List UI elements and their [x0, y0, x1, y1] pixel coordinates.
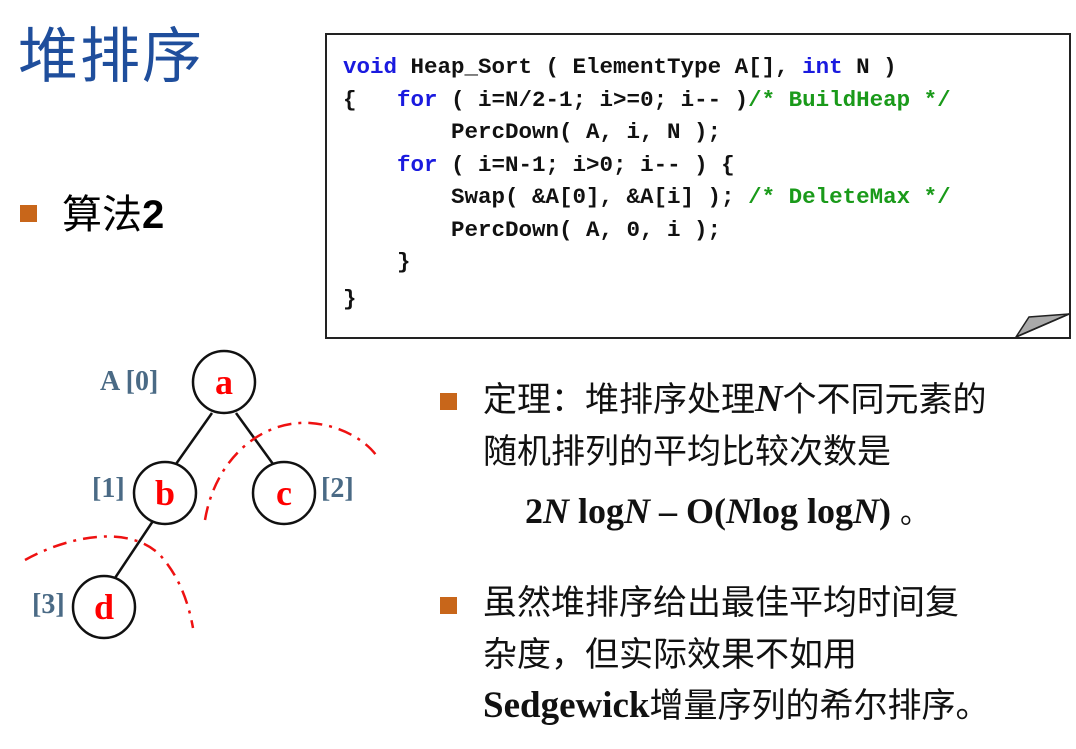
code-line: void Heap_Sort ( ElementType A[], int N … — [343, 51, 951, 84]
node-label: a — [215, 362, 233, 402]
index-label: [2] — [321, 473, 354, 504]
slide-title: 堆排序 — [18, 22, 204, 92]
code-text: Swap( &A[0], &A[i] ); — [343, 184, 749, 210]
partition-curve — [24, 535, 195, 629]
code-line: } — [343, 285, 357, 312]
theorem-line-2: 随机排列的平均比较次数是 — [483, 432, 891, 472]
code-line: PercDown( A, i, N ); — [343, 119, 722, 145]
code-text: { — [343, 86, 398, 113]
bullet-icon — [440, 393, 457, 410]
text: Sedgewick — [483, 685, 650, 726]
node-label: c — [276, 473, 292, 513]
tree-node-b — [132, 460, 198, 526]
node-label: b — [155, 473, 175, 513]
heap-tree-diagram: a b c d A [0] [1] [2] [3] — [24, 349, 378, 640]
note-line-1: 虽然堆排序给出最佳平均时间复 — [483, 583, 959, 623]
code-line: { for ( i=N/2-1; i>=0; i-- )/* BuildHeap… — [343, 84, 951, 117]
code-box: void Heap_Sort ( ElementType A[], int N … — [325, 33, 1071, 339]
code-block: void Heap_Sort ( ElementType A[], int N … — [343, 51, 951, 315]
node-label: d — [94, 587, 114, 627]
comment: /* BuildHeap */ — [748, 86, 951, 113]
text: 增量序列的希尔排序。 — [649, 686, 990, 726]
bullet-icon — [20, 205, 37, 222]
code-text: ( i=N-1; i>0; i-- ) { — [437, 151, 735, 178]
comment: /* DeleteMax */ — [748, 184, 951, 210]
code-text — [343, 152, 397, 178]
code-line: Swap( &A[0], &A[i] ); /* DeleteMax */ — [343, 181, 951, 214]
index-label: [3] — [32, 589, 65, 620]
tree-node-d — [71, 574, 137, 640]
note-line-2: 杂度，但实际效果不如用 — [483, 635, 857, 675]
keyword: for — [397, 151, 438, 178]
code-text: Heap_Sort ( ElementType A[], — [397, 54, 803, 80]
partition-curve — [203, 421, 378, 521]
algorithm-heading: 算法2 — [62, 182, 164, 240]
algorithm-label: 算法 — [62, 192, 142, 238]
index-label: A [0] — [100, 366, 158, 397]
tree-node-c — [251, 460, 317, 526]
code-line: for ( i=N-1; i>0; i-- ) { — [343, 149, 951, 182]
tree-edge — [113, 520, 155, 579]
tree-edge — [174, 412, 214, 465]
text: 个不同元素的 — [782, 380, 987, 420]
code-text: N ) — [842, 54, 897, 80]
keyword: int — [802, 54, 843, 80]
theorem-line-1: 定理：堆排序处理N个不同元素的 — [483, 373, 986, 426]
index-label: [1] — [92, 473, 125, 504]
note-line-3: Sedgewick增量序列的希尔排序。 — [483, 680, 990, 732]
code-line: PercDown( A, 0, i ); — [343, 216, 722, 243]
keyword: void — [343, 54, 398, 80]
code-text: ( i=N/2-1; i>=0; i-- ) — [437, 86, 749, 113]
page-curl-icon — [1014, 313, 1070, 339]
text: N — [755, 378, 783, 420]
complexity-formula: 2N logN – O(Nlog logN) 。 — [525, 491, 931, 531]
algorithm-number: 2 — [142, 193, 165, 237]
bullet-icon — [440, 597, 457, 614]
text: 定理：堆排序处理 — [483, 380, 755, 420]
keyword: for — [397, 86, 438, 113]
code-line: } — [343, 249, 411, 275]
tree-node-a — [191, 349, 257, 415]
